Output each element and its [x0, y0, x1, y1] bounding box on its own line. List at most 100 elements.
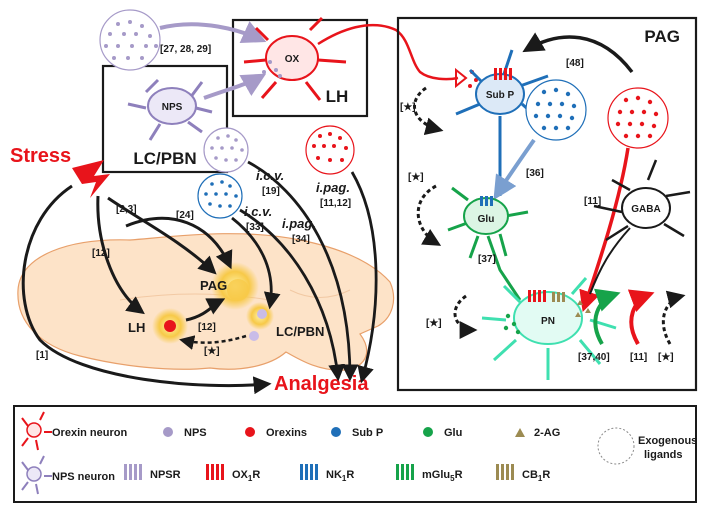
exogenous-nps-dots-brain [210, 134, 244, 162]
ref-33: [33] [246, 222, 264, 233]
sub-p-neuron-label: Sub P [486, 90, 515, 101]
ref-27-29: [27, 28, 29] [160, 44, 211, 55]
gaba-neuron [593, 159, 691, 242]
arrow-icv-33 [239, 208, 345, 382]
arrow-star-lc-to-lh [179, 334, 247, 350]
arrow-star-feedback-pn [661, 290, 686, 345]
legend-ox1r-main: OX [232, 469, 249, 481]
ref-36: [36] [526, 168, 544, 179]
legend-subp-label: Sub P [352, 427, 383, 439]
brain-label-lh: LH [128, 320, 145, 335]
legend-2ag-triangle [515, 428, 525, 437]
ox-nps-particles [262, 60, 282, 78]
legend-glu-label: Glu [444, 427, 462, 439]
stress-lightning-icon [72, 160, 110, 198]
legend-nps-neuron-label: NPS neuron [52, 471, 115, 483]
glu-neuron [447, 186, 529, 301]
arrow-stress-to-pag [107, 196, 217, 275]
ref-37-40: [37,40] [578, 352, 610, 363]
legend-nps-dot [163, 427, 173, 437]
arrow-ipag-11-12 [350, 171, 378, 384]
lc-pbn-box [101, 64, 229, 174]
glu-neuron-label: Glu [478, 214, 495, 225]
lc-region-dot [257, 309, 267, 319]
exogenous-orexin-dots-brain [312, 132, 348, 162]
ref-24: [24] [176, 210, 194, 221]
legend-mglu5r-label: mGlu5R [422, 469, 463, 483]
legend-cb1r-icon [496, 464, 514, 480]
arrow-to-pag-24 [125, 216, 233, 270]
gaba-axon [589, 227, 631, 295]
arrow-nps-exogenous-to-ox [159, 21, 267, 43]
ref-19: [19] [262, 186, 280, 197]
arrow-orexin-to-pn [579, 147, 630, 312]
legend-ox1r-icon [206, 464, 224, 480]
legend-box [13, 405, 697, 503]
legend-npsr-label: NPSR [150, 469, 181, 481]
arrow-ox1r-feedback [627, 289, 655, 346]
legend-exogenous-label-1: Exogenous [638, 435, 697, 447]
legend-glu-dot [423, 427, 433, 437]
legend-cb1r-main: CB [522, 469, 538, 481]
nps-neuron-label: NPS [162, 102, 183, 113]
gaba-neuron-label: GABA [631, 204, 660, 215]
ref-12-b: [12] [198, 322, 216, 333]
brain-label-pag: PAG [200, 278, 227, 293]
exogenous-subp-ligand [525, 79, 587, 141]
legend-nps-label: NPS [184, 427, 207, 439]
arrow-star-glu [416, 184, 442, 246]
legend-exogenous-circle [597, 427, 635, 465]
legend-cb1r-sub: 1 [538, 474, 543, 483]
legend-nk1r-main: NK [326, 469, 342, 481]
legend-nk1r-tail: R [346, 469, 354, 481]
arrow-stress-to-lh [96, 195, 145, 315]
pn-neuron [481, 277, 617, 380]
legend-mglu5r-tail: R [455, 469, 463, 481]
2ag-release-pn [575, 300, 591, 317]
arrow-lh-to-pag [185, 298, 226, 322]
legend-nk1r-icon [300, 464, 318, 480]
legend-cb1r-tail: R [542, 469, 550, 481]
ref-star-2: [★] [408, 172, 424, 183]
pag-box-label: PAG [644, 27, 680, 46]
orexin-neuron [243, 16, 347, 101]
lh-box-label: LH [326, 87, 349, 106]
exogenous-orexin-ligand-pag [607, 87, 669, 149]
ref-star-3: [★] [426, 318, 442, 329]
legend-orexins-dot [245, 427, 255, 437]
legend-ox1r-label: OX1R [232, 469, 260, 483]
legend-orexin-neuron-icon [21, 411, 52, 451]
exogenous-subp-dots-brain [204, 180, 238, 208]
legend-nk1r-sub: 1 [342, 474, 347, 483]
ref-star-5: [★] [658, 352, 674, 363]
sub-p-neuron [455, 49, 549, 196]
orexin-axon [317, 23, 459, 81]
lh-box [231, 18, 369, 118]
arrow-subp-to-glu [493, 138, 536, 201]
analgesia-heading: Analgesia [274, 373, 369, 395]
pag-region-dot [227, 279, 249, 301]
lc-region-dot-2 [249, 331, 259, 341]
legend-mglu5r-main: mGlu [422, 469, 450, 481]
legend-subp-dot [331, 427, 341, 437]
arrow-48 [522, 32, 634, 74]
arrow-nps-neuron-to-ox [203, 73, 267, 100]
legend-ox1r-tail: R [252, 469, 260, 481]
route-icv-2: i.c.v. [244, 204, 272, 219]
arrow-ipag-34 [231, 216, 281, 310]
legend-orexin-neuron-label: Orexin neuron [52, 427, 127, 439]
legend-2ag-label: 2-AG [534, 427, 560, 439]
arrow-mglu5r-feedback [593, 288, 621, 346]
orexin-terminal [455, 67, 468, 89]
exogenous-orexin-dots-pag [615, 95, 659, 139]
lc-pbn-box-label: LC/PBN [133, 149, 196, 168]
ref-37: [37] [478, 254, 496, 265]
legend-nps-neuron-icon [21, 455, 52, 495]
legend-exogenous-label-2: ligands [644, 449, 683, 461]
stress-heading: Stress [10, 145, 71, 167]
ref-1: [1] [36, 350, 48, 361]
arrow-star-subp [413, 86, 444, 135]
ox1r-receptor-subp [494, 68, 512, 80]
ref-11-a: [11] [584, 196, 601, 207]
